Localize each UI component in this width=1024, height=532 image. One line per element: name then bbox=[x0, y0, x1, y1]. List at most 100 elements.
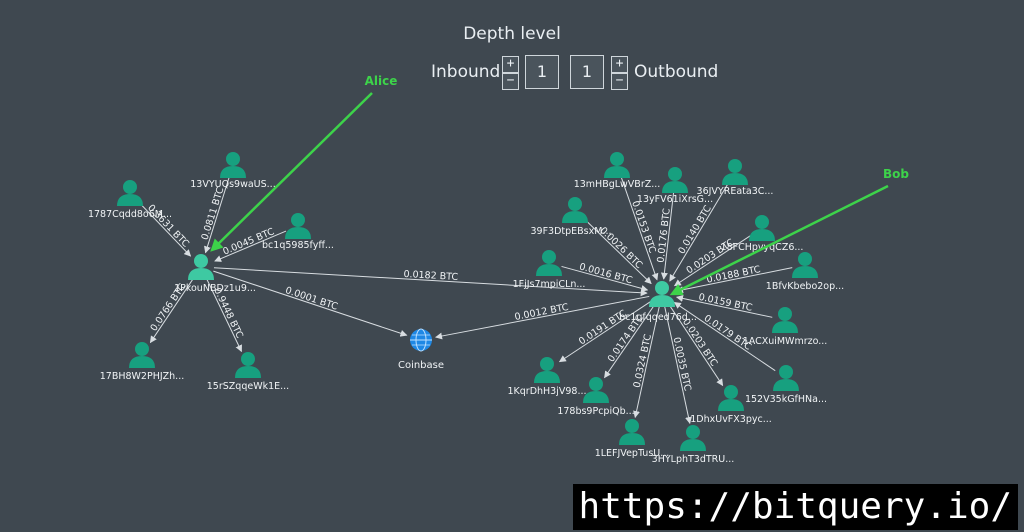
user-icon bbox=[772, 307, 798, 333]
node-address-label: 13VYUQs9waUS... bbox=[190, 179, 275, 190]
node-address-label: 1787Cqdd8o6M... bbox=[88, 209, 172, 220]
globe-icon bbox=[410, 328, 432, 352]
edge-amount-label: 0.0188 BTC bbox=[706, 264, 762, 286]
user-icon bbox=[117, 180, 143, 206]
user-icon bbox=[285, 213, 311, 239]
address-node[interactable]: 13mHBgLwVBrZ... bbox=[574, 152, 661, 190]
edge-line bbox=[673, 301, 776, 372]
node-address-label: 18FCHpvyqCZ6... bbox=[721, 242, 804, 253]
user-icon bbox=[534, 357, 560, 383]
edge[interactable]: 0.0182 BTC bbox=[213, 267, 648, 297]
edge-amount-label: 0.0001 BTC bbox=[284, 285, 340, 313]
edge-amount-label: 0.0140 BTC bbox=[676, 203, 714, 256]
edge-line bbox=[213, 270, 408, 337]
annotation-alice: Alice bbox=[210, 74, 397, 252]
edge-amount-label: 0.0182 BTC bbox=[403, 269, 459, 283]
address-node[interactable]: 1ACXuiMWmrzo... bbox=[743, 307, 828, 347]
edge-amount-label: 0.0016 BTC bbox=[578, 261, 634, 286]
inbound-label: Inbound bbox=[431, 62, 501, 82]
address-node[interactable]: 178bs9PcpiQb... bbox=[557, 377, 635, 417]
user-icon bbox=[773, 365, 799, 391]
edge[interactable]: 0.0176 BTC bbox=[656, 192, 675, 280]
edge-amount-label: 0.9448 BTC bbox=[211, 286, 245, 340]
hub-address-node[interactable]: 1PkouNBDz1u9... bbox=[174, 254, 256, 294]
address-node[interactable]: 13yFV61iXrsG... bbox=[637, 167, 713, 205]
node-address-label: Coinbase bbox=[398, 360, 444, 371]
edge-line bbox=[561, 265, 649, 292]
edge-line bbox=[669, 182, 729, 282]
node-address-label: 152V35kGfHNa... bbox=[745, 394, 827, 405]
node-address-label: 15rSZqqeWk1E... bbox=[207, 381, 289, 392]
depth-level-title: Depth level bbox=[463, 24, 561, 44]
user-icon bbox=[718, 385, 744, 411]
outbound-depth-input[interactable]: 1 bbox=[570, 55, 604, 89]
inbound-increment-button[interactable]: + bbox=[502, 56, 519, 73]
edge[interactable]: 0.0001 BTC bbox=[213, 270, 408, 337]
edge-line bbox=[660, 192, 675, 280]
edge-amount-label: 0.0035 BTC bbox=[671, 336, 693, 392]
address-node[interactable]: 1BfvKbebo2op... bbox=[766, 252, 844, 292]
user-icon bbox=[722, 159, 748, 185]
edge-amount-label: 0.0153 BTC bbox=[629, 199, 658, 255]
outbound-decrement-button[interactable]: − bbox=[611, 73, 628, 90]
inbound-depth-input[interactable]: 1 bbox=[525, 55, 559, 89]
address-node[interactable]: 17BH8W2PHJZh... bbox=[100, 342, 185, 382]
address-node[interactable]: 18FCHpvyqCZ6... bbox=[721, 215, 804, 253]
address-node[interactable]: 1DhxUvFX3pyc... bbox=[690, 385, 772, 425]
user-icon bbox=[220, 152, 246, 178]
edge-line bbox=[206, 278, 242, 353]
user-icon bbox=[680, 425, 706, 451]
edge-line bbox=[214, 230, 287, 262]
edge-line bbox=[584, 218, 652, 285]
edge-amount-label: 0.0324 BTC bbox=[632, 333, 654, 389]
edge-amount-label: 0.0811 BTC bbox=[200, 186, 227, 242]
outbound-increment-button[interactable]: + bbox=[611, 56, 628, 73]
address-node[interactable]: 1787Cqdd8o6M... bbox=[88, 180, 172, 220]
user-icon bbox=[188, 254, 214, 280]
node-address-label: 39F3DtpEBsxM... bbox=[530, 226, 611, 237]
edge-line bbox=[435, 295, 650, 340]
coinbase-node[interactable]: Coinbase bbox=[398, 328, 444, 371]
address-node[interactable]: 1LEFJVepTusU... bbox=[595, 419, 670, 459]
edge-line bbox=[620, 177, 659, 281]
address-node[interactable]: 36JVYREata3C... bbox=[697, 159, 774, 197]
edge-line bbox=[675, 294, 773, 318]
edge-line bbox=[673, 234, 752, 287]
address-node[interactable]: 13VYUQs9waUS... bbox=[190, 152, 276, 190]
nodes-layer: 1PkouNBDz1u9... bc1qfqqed76d... Coinbase 17… bbox=[88, 152, 844, 465]
address-node[interactable]: 39F3DtpEBsxM... bbox=[530, 197, 612, 237]
node-address-label: 3HYLphT3dTRU... bbox=[652, 454, 735, 465]
address-node[interactable]: 152V35kGfHNa... bbox=[745, 365, 827, 405]
edge-line bbox=[204, 177, 230, 254]
user-icon bbox=[649, 281, 675, 307]
address-node[interactable]: bc1q5985fyff... bbox=[262, 213, 334, 251]
user-icon bbox=[235, 352, 261, 378]
hub-address-node[interactable]: bc1qfqqed76d... bbox=[619, 281, 697, 323]
edge-amount-label: 0.0159 BTC bbox=[698, 292, 754, 314]
edge-line bbox=[213, 267, 648, 297]
user-icon bbox=[536, 250, 562, 276]
edge-line bbox=[668, 304, 724, 387]
user-icon bbox=[749, 215, 775, 241]
address-node[interactable]: 15rSZqqeWk1E... bbox=[207, 352, 289, 392]
node-address-label: 178bs9PcpiQb... bbox=[557, 406, 634, 417]
node-address-label: 13yFV61iXrsG... bbox=[637, 194, 713, 205]
outbound-label: Outbound bbox=[634, 62, 719, 82]
annotation-arrow bbox=[210, 92, 373, 252]
node-address-label: bc1q5985fyff... bbox=[262, 240, 334, 251]
node-address-label: 1LEFJVepTusU... bbox=[595, 448, 670, 459]
edge-amount-label: 0.0012 BTC bbox=[514, 302, 570, 323]
address-node[interactable]: 1FjJs7mpiCLn... bbox=[513, 250, 586, 290]
inbound-decrement-button[interactable]: − bbox=[502, 73, 519, 90]
edge-line bbox=[558, 300, 652, 363]
address-node[interactable]: 1KqrDhH3jV98... bbox=[507, 357, 587, 397]
edge-line bbox=[604, 304, 656, 379]
user-icon bbox=[604, 152, 630, 178]
address-node[interactable]: 3HYLphT3dTRU... bbox=[652, 425, 735, 465]
annotation-bob: Bob bbox=[669, 167, 909, 296]
node-address-label: 1FjJs7mpiCLn... bbox=[513, 279, 586, 290]
node-address-label: 17BH8W2PHJZh... bbox=[100, 371, 185, 382]
